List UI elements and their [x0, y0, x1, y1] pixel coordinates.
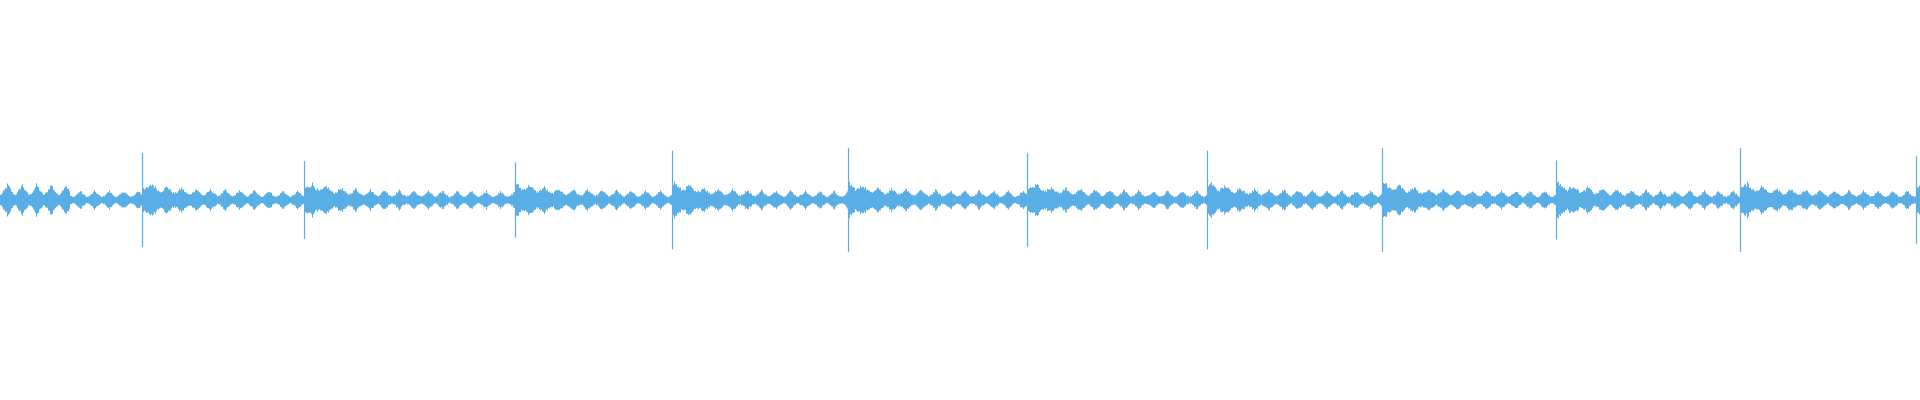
- waveform-body: [0, 180, 1920, 220]
- waveform-bars: [0, 148, 1920, 252]
